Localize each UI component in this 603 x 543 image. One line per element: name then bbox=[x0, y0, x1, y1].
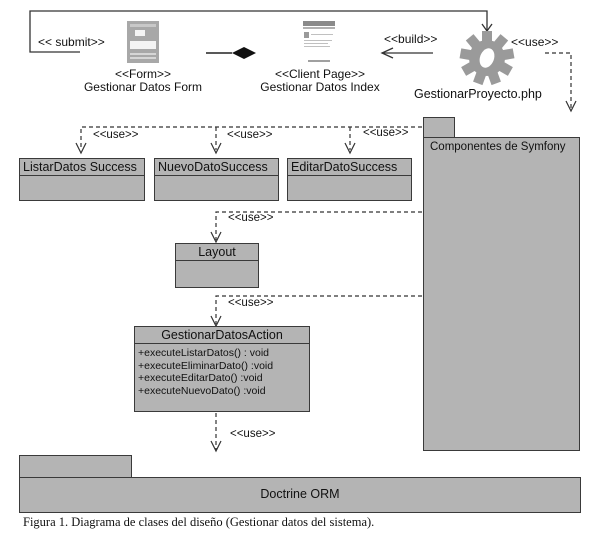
use-connector-server-symfony bbox=[545, 52, 577, 113]
orm-package-tab bbox=[19, 455, 132, 479]
submit-label: << submit>> bbox=[38, 35, 105, 49]
class-editar-dato-success[interactable]: EditarDatoSuccess bbox=[287, 158, 412, 201]
form-icon bbox=[127, 21, 159, 63]
use-label-server: <<use>> bbox=[511, 35, 559, 49]
operation: +executeEliminarDato() :void bbox=[138, 359, 274, 372]
orm-package[interactable]: Doctrine ORM bbox=[19, 477, 581, 513]
use-label-layout: <<use>> bbox=[228, 212, 274, 224]
class-name: NuevoDatoSuccess bbox=[155, 159, 278, 176]
form-name: Gestionar Datos Form bbox=[83, 80, 203, 94]
build-connector bbox=[380, 47, 433, 59]
use-connector-layout bbox=[210, 211, 422, 244]
class-gestionar-datos-action[interactable]: GestionarDatosAction +executeListarDatos… bbox=[134, 326, 310, 412]
form-element[interactable]: <<Form>> Gestionar Datos Form bbox=[76, 68, 210, 94]
client-page-name: Gestionar Datos Index bbox=[260, 80, 380, 94]
class-name: GestionarDatosAction bbox=[135, 327, 309, 344]
gear-icon bbox=[459, 31, 515, 86]
symfony-package[interactable]: Componentes de Symfony bbox=[423, 137, 580, 451]
symfony-package-name: Componentes de Symfony bbox=[430, 141, 566, 153]
build-label: <<build>> bbox=[384, 32, 438, 46]
use-label-action: <<use>> bbox=[228, 297, 274, 309]
form-stereotype: <<Form>> bbox=[114, 67, 172, 81]
class-nuevo-dato-success[interactable]: NuevoDatoSuccess bbox=[154, 158, 279, 201]
class-name: Layout bbox=[176, 244, 258, 261]
operation: +executeListarDatos() : void bbox=[138, 347, 270, 359]
symfony-package-tab bbox=[423, 117, 455, 139]
class-name: ListarDatos Success bbox=[20, 159, 144, 176]
operations-list: +executeListarDatos() : void +executeEli… bbox=[135, 344, 309, 400]
composition-diamond bbox=[232, 47, 256, 59]
figure-caption: Figura 1. Diagrama de clases del diseño … bbox=[23, 515, 375, 529]
client-page-stereotype: <<Client Page>> bbox=[274, 67, 366, 81]
operation: +executeEditarDato() :void bbox=[138, 372, 263, 384]
class-name: EditarDatoSuccess bbox=[288, 159, 411, 176]
use-label-view-2: <<use>> bbox=[363, 127, 409, 139]
use-label-view-0: <<use>> bbox=[93, 129, 139, 141]
use-connector-orm bbox=[210, 413, 222, 453]
operation: +executeNuevoDato() :void bbox=[138, 384, 266, 397]
use-label-view-1: <<use>> bbox=[227, 129, 273, 141]
server-page-name[interactable]: GestionarProyecto.php bbox=[414, 87, 542, 101]
orm-package-name: Doctrine ORM bbox=[260, 487, 340, 501]
class-layout[interactable]: Layout bbox=[175, 243, 259, 288]
client-page-icon bbox=[303, 21, 335, 62]
client-page-element[interactable]: <<Client Page>> Gestionar Datos Index bbox=[250, 68, 390, 94]
use-connector-views bbox=[75, 126, 422, 155]
build-arrowhead bbox=[380, 47, 394, 59]
use-label-orm: <<use>> bbox=[230, 428, 276, 440]
class-listar-datos-success[interactable]: ListarDatos Success bbox=[19, 158, 145, 201]
composition-connector bbox=[206, 47, 256, 59]
